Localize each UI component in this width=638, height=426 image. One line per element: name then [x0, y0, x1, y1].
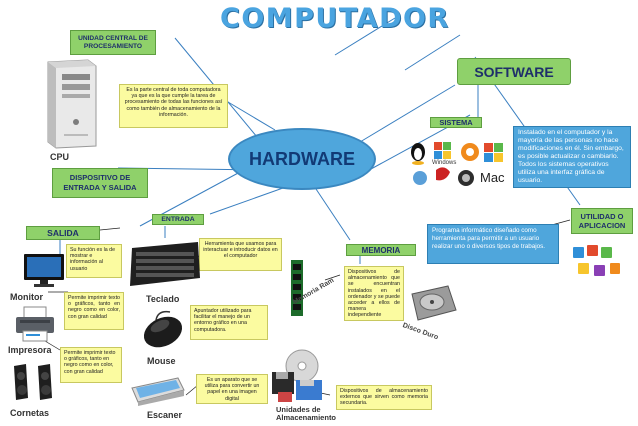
- software-box: SOFTWARE: [457, 58, 571, 85]
- hard-drive-icon: [408, 284, 458, 322]
- monitor-desc-box: Permite imprimir texto o gráficos, tanto…: [64, 292, 124, 330]
- unidades-desc-box: Dispositivos de almacenamiento externos …: [336, 385, 432, 410]
- monitor-desc: Permite imprimir texto o gráficos, tanto…: [68, 295, 120, 320]
- teclado-label: Teclado: [146, 294, 180, 304]
- unidades-label: Unidades de Almacenamiento: [276, 405, 337, 422]
- monitor-label: Monitor: [10, 292, 43, 302]
- salida-desc: Su función es la de mostrar e informació…: [70, 247, 116, 272]
- sistema-desc: Instalado en el computador y la mayoría …: [518, 129, 624, 184]
- sistema-desc-box: Instalado en el computador y la mayoría …: [513, 126, 631, 188]
- escaner-label: Escaner: [147, 410, 183, 420]
- mouse-label: Mouse: [147, 356, 176, 366]
- unidades-desc: Dispositivos de almacenamiento externos …: [340, 388, 428, 407]
- entrada-desc-box: Herramienta que usamos para interactuar …: [199, 238, 282, 271]
- impresora-desc: Permite imprimir texto o gráficos, tanto…: [64, 350, 116, 375]
- salida-desc-box: Su función es la de mostrar e informació…: [66, 244, 122, 278]
- windows-logo-text: Windows: [432, 160, 457, 166]
- uc-desc-box: Es la parte central de toda computadora …: [119, 84, 228, 128]
- entrada-desc: Herramienta que usamos para interactuar …: [203, 241, 278, 260]
- cpu-tower-icon: [36, 58, 98, 150]
- hardware-label: HARDWARE: [249, 148, 355, 169]
- keyboard-icon: [126, 238, 202, 290]
- scanner-icon: [128, 374, 186, 406]
- uc-desc: Es la parte central de toda computadora …: [124, 87, 223, 118]
- utilidad-desc-box: Programa informático diseñado como herra…: [427, 224, 559, 264]
- memoria-desc-box: Dispositivos de almacenamiento que se en…: [344, 266, 404, 321]
- mouse-desc-box: Apuntador utilizado para facilitar el ma…: [190, 305, 268, 340]
- ram-icon: [286, 258, 308, 318]
- hardware-node: HARDWARE: [228, 128, 376, 190]
- mac-logo-text: Mac: [480, 170, 505, 185]
- page-title: COMPUTADOR: [220, 3, 450, 34]
- utilidad-label: UTILIDAD O APLICACION: [578, 212, 626, 230]
- software-label: SOFTWARE: [474, 63, 554, 80]
- printer-icon: [14, 305, 56, 343]
- escaner-desc: Es un aparato que se utiliza para conver…: [204, 377, 260, 402]
- utilidad-box: UTILIDAD O APLICACION: [571, 208, 633, 234]
- impresora-label: Impresora: [8, 345, 52, 355]
- cpu-label: CPU: [50, 152, 70, 162]
- dispositivo-box: DISPOSITIVO DE ENTRADA Y SALIDA: [52, 168, 148, 198]
- entrada-box: ENTRADA: [152, 214, 204, 225]
- memoria-label: MEMORIA: [361, 245, 401, 255]
- sistema-box: SISTEMA: [430, 117, 482, 128]
- uc-label: UNIDAD CENTRAL DE PROCESAMIENTO: [78, 34, 148, 50]
- monitor-icon: [22, 252, 66, 290]
- escaner-desc-box: Es un aparato que se utiliza para conver…: [196, 374, 268, 404]
- salida-label: SALIDA: [47, 228, 79, 238]
- dispositivo-label: DISPOSITIVO DE ENTRADA Y SALIDA: [63, 173, 137, 192]
- entrada-label: ENTRADA: [161, 216, 195, 223]
- memoria-box: MEMORIA: [346, 244, 416, 256]
- os-logos-icon: Windows Mac: [408, 140, 512, 190]
- salida-box: SALIDA: [26, 226, 100, 240]
- mouse-icon: [138, 308, 188, 354]
- cornetas-label: Cornetas: [10, 408, 50, 418]
- speakers-icon: [10, 360, 56, 402]
- storage-units-icon: [270, 346, 328, 404]
- sistema-label: SISTEMA: [439, 118, 473, 127]
- mouse-desc: Apuntador utilizado para facilitar el ma…: [194, 308, 252, 333]
- memoria-desc: Dispositivos de almacenamiento que se en…: [348, 269, 400, 319]
- impresora-desc-box: Permite imprimir texto o gráficos, tanto…: [60, 347, 122, 383]
- apps-icon: [570, 243, 622, 283]
- utilidad-desc: Programa informático diseñado como herra…: [432, 227, 546, 250]
- uc-box: UNIDAD CENTRAL DE PROCESAMIENTO: [70, 30, 156, 55]
